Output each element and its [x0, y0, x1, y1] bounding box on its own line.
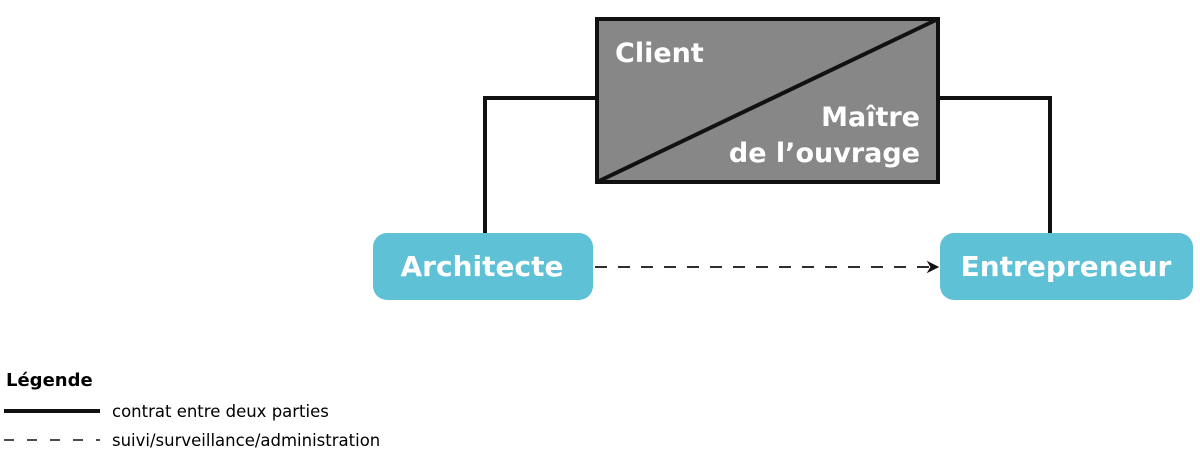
architect-node: Architecte	[373, 233, 593, 300]
legend: Légende contrat entre deux parties suivi…	[4, 370, 380, 450]
client-owner-box: Client Maître de l’ouvrage	[595, 17, 940, 184]
architect-label: Architecte	[401, 250, 564, 283]
contractor-label: Entrepreneur	[961, 250, 1172, 283]
client-box-diagonal	[596, 17, 939, 184]
owner-label-line1: Maître	[821, 102, 920, 133]
contractor-node-rect	[940, 233, 1193, 300]
legend-title: Légende	[6, 370, 93, 391]
contract-line-contractor	[938, 96, 1052, 233]
owner-label-line2: de l’ouvrage	[729, 138, 920, 169]
contractor-node: Entrepreneur	[940, 233, 1193, 300]
legend-dashed-label: suivi/surveillance/administration	[112, 431, 380, 450]
client-label: Client	[615, 38, 704, 69]
architect-node-rect	[373, 233, 593, 300]
legend-solid-label: contrat entre deux parties	[112, 402, 329, 421]
contract-line-architect	[483, 96, 597, 233]
